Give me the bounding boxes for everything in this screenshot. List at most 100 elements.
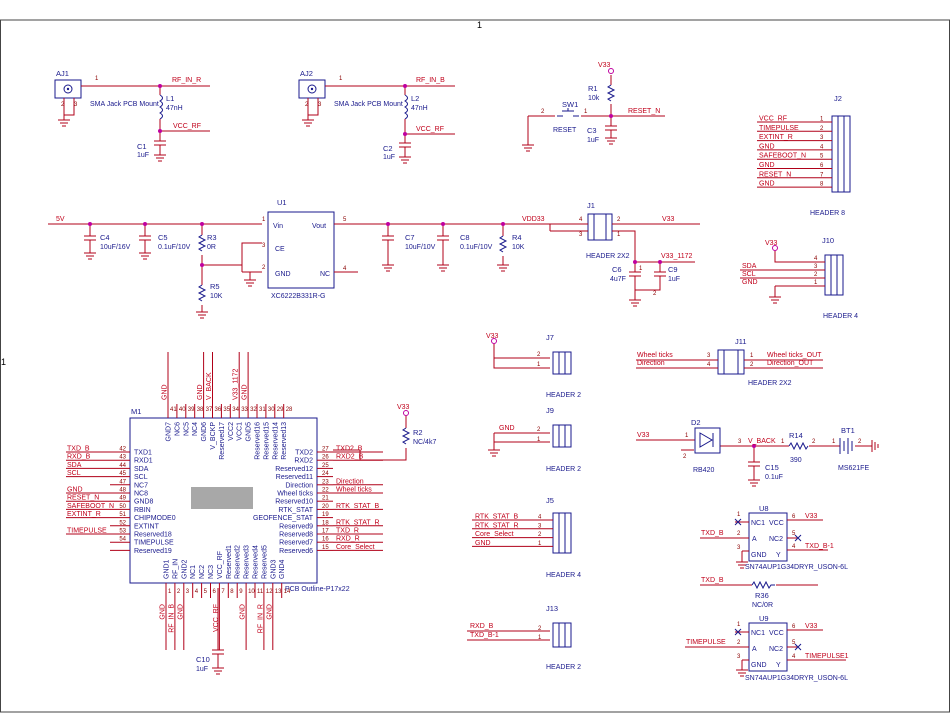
m1-gnss-module[interactable]	[129, 417, 318, 584]
j9-header-2[interactable]	[552, 424, 572, 448]
m1-right-pin-name: Reserved9	[279, 523, 313, 530]
u8-buffer[interactable]	[748, 512, 788, 562]
m1-left-net: EXTINT_R	[67, 511, 101, 518]
d2-diode[interactable]	[694, 427, 721, 454]
aj1-ref: AJ1	[56, 69, 69, 78]
m1-left-pin-number: 50	[119, 504, 126, 510]
u1-regulator[interactable]	[267, 211, 335, 289]
j1-header-2x2[interactable]	[587, 213, 613, 241]
m1-top-net: GND	[197, 384, 204, 400]
j2-pin-net: EXTINT_R	[759, 134, 793, 141]
u8-pin-nc2: NC2	[769, 536, 783, 543]
net-v33-j7: V33	[486, 333, 499, 340]
u9-p6: 6	[792, 624, 796, 630]
u1-pin-vin: Vin	[273, 223, 283, 230]
m1-top-pin-name: NC4	[192, 422, 199, 436]
j5-title: HEADER 4	[546, 572, 581, 579]
m1-top-pin-name: VCC1	[237, 422, 244, 441]
m1-bottom-pin-number: 6	[213, 589, 217, 595]
j2-pin-net: GND	[759, 162, 775, 169]
j2-header-8[interactable]	[831, 115, 851, 193]
m1-top-net: V_BACK	[206, 372, 213, 400]
j10-header-4[interactable]	[824, 254, 844, 296]
c2-ref: C2	[383, 144, 393, 153]
m1-left-pin-number: 42	[119, 447, 126, 453]
j1-p1: 1	[617, 232, 621, 238]
j10-pin-number: 1	[814, 280, 818, 286]
m1-left-pin-number: 54	[119, 537, 126, 543]
m1-right-pin-name: Reserved11	[276, 474, 313, 481]
m1-right-net: RTK_STAT_B	[336, 503, 380, 510]
m1-left-net: TIMEPULSE	[67, 528, 107, 535]
m1-right-pin-name: Reserved7	[279, 540, 313, 547]
c1-ref: C1	[137, 142, 147, 151]
c4-value: 10uF/16V	[100, 244, 131, 251]
u8-pin-a: A	[752, 536, 757, 543]
m1-left-pin-name: Reserved18	[134, 532, 172, 539]
r5-ref: R5	[210, 282, 220, 291]
u8-ref: U8	[759, 504, 769, 513]
j2-pin-number: 5	[820, 154, 824, 160]
c2-value: 1uF	[383, 154, 395, 161]
m1-top-pin-number: 38	[197, 407, 204, 413]
m1-left-pin-name: Reserved19	[134, 548, 172, 555]
u9-pin-nc1: NC1	[751, 630, 765, 637]
r5-value: 10K	[210, 293, 223, 300]
m1-top-pin-name: GND5	[246, 422, 253, 442]
m1-top-pin-name: VCC2	[228, 422, 235, 441]
net-vcc-rf-label-1: VCC_RF	[173, 123, 201, 130]
j10-pin-net: SCL	[742, 271, 756, 278]
m1-right-net: Direction	[336, 478, 364, 485]
m1-top-pin-name: Reserved16	[255, 422, 262, 460]
u1-p4: 4	[343, 266, 347, 272]
d2-p2: 2	[683, 454, 687, 460]
u8-p4: 4	[792, 544, 796, 550]
m1-top-net: GND	[162, 384, 169, 400]
j2-pin-net: SAFEBOOT_N	[759, 153, 806, 160]
zone-marker-left: 1	[1, 357, 6, 367]
sw1-ref: SW1	[562, 100, 578, 109]
m1-bottom-net: VCC_RF	[213, 604, 220, 632]
r36-ref: R36	[755, 591, 769, 600]
m1-left-pin-number: 51	[119, 512, 126, 518]
c7-value: 10uF/10V	[405, 244, 436, 251]
j2-pin-net: VCC_RF	[759, 116, 787, 123]
m1-right-net: Wheel ticks	[336, 487, 372, 494]
j2-pin-net: GND	[759, 143, 775, 150]
u9-p5: 5	[792, 640, 796, 646]
j13-ref: J13	[546, 604, 558, 613]
u1-pin-gnd: GND	[275, 271, 291, 278]
u9-ref: U9	[759, 614, 769, 623]
j5-header-4[interactable]	[552, 512, 572, 554]
c10-value: 1uF	[196, 666, 208, 673]
j11-p3: 3	[707, 353, 711, 359]
j7-header-2[interactable]	[552, 351, 572, 375]
r14-p2: 2	[812, 439, 816, 445]
m1-right-pin-name: Wheel ticks	[277, 491, 313, 498]
m1-left-pin-name: SCL	[134, 474, 148, 481]
zone-marker-top: 1	[477, 20, 482, 30]
j11-p4: 4	[707, 362, 711, 368]
aj2-sma-connector[interactable]: AJ2 1 2 3 SMA Jack PCB Mount	[298, 69, 403, 108]
j2-pin-number: 6	[820, 163, 824, 169]
bt1-battery[interactable]	[839, 438, 853, 454]
c7-ref: C7	[405, 233, 415, 242]
m1-top-pin-number: 41	[170, 407, 177, 413]
net-txd-b-1-j13: TXD_B-1	[470, 632, 499, 639]
m1-left-net: TXD_B	[67, 446, 90, 453]
m1-right-pin-number: 15	[322, 545, 329, 551]
m1-bottom-net: RF_IN_R	[257, 604, 264, 633]
m1-right-pin-name: RXD2	[294, 458, 313, 465]
m1-left-pin-name: CHIPMODE0	[134, 515, 176, 522]
j11-header-2x2[interactable]	[717, 349, 745, 375]
aj1-desc: SMA Jack PCB Mount	[90, 101, 159, 108]
aj1-sma-connector[interactable]: AJ1 1 2 3 SMA Jack PCB Mount	[54, 69, 159, 108]
j1-p3: 3	[579, 232, 583, 238]
j2-pin-number: 3	[820, 135, 824, 141]
m1-bottom-pin-name: NC3	[208, 565, 215, 579]
m1-ref: M1	[131, 407, 141, 416]
net-txd-b-1-u8: TXD_B-1	[805, 543, 834, 550]
j13-header-2[interactable]	[552, 622, 572, 648]
